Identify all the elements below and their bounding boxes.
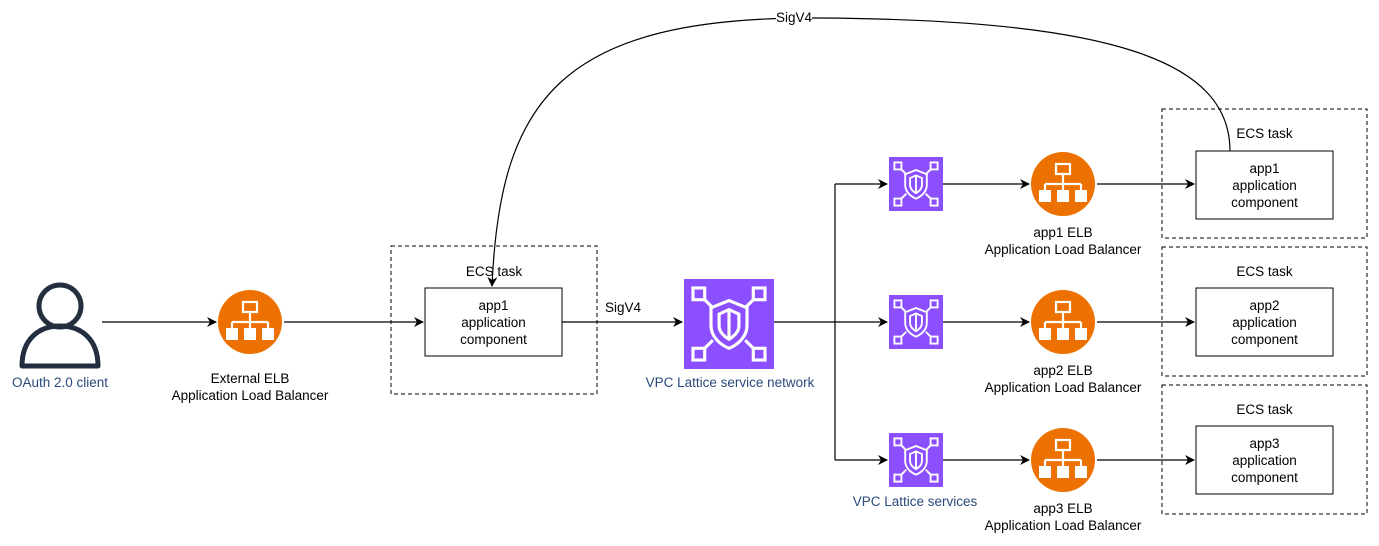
app3-elb-line2: Application Load Balancer [984,518,1142,533]
app1-task-title: ECS task [1236,126,1293,141]
external-elb-label: External ELB Application Load Balancer [150,370,350,404]
app2-task-title: ECS task [1236,264,1293,279]
app2-elb-line1: app2 ELB [1033,363,1093,378]
app2-component-line2: application [1232,314,1297,330]
lattice-services-label: VPC Lattice services [852,494,978,509]
app2-component-box [1195,287,1334,357]
gateway-component-line1: app1 [478,297,509,313]
gateway-ecs-task-box [390,245,598,395]
app1-component-line2: application [1232,177,1297,193]
app2-elb-label: app2 ELB Application Load Balancer [963,362,1163,396]
lattice-service-icon-app2 [889,295,943,349]
sigv4-top-label: SigV4 [775,10,813,25]
app1-elb-label: app1 ELB Application Load Balancer [963,224,1163,258]
app1-ecs-task-box [1161,108,1368,239]
app2-elb-icon [1029,288,1097,356]
vpc-lattice-shield-icon [684,279,774,369]
app2-ecs-task-box [1161,246,1368,377]
gateway-task-title: ECS task [465,264,523,279]
external-elb-label-line1: External ELB [210,371,290,386]
app3-component-line2: application [1232,452,1297,468]
gateway-component-line2: application [461,314,526,330]
app3-elb-line1: app3 ELB [1033,501,1093,516]
gateway-component-line3: component [460,331,527,347]
app1-component-box [1195,150,1334,220]
app2-component-label: app2 application component [1196,288,1333,356]
sigv4-mid-label: SigV4 [604,300,642,315]
arrow-sigv4-callback [487,17,1231,287]
app1-component-line3: component [1231,194,1298,210]
app3-elb-icon [1029,426,1097,494]
external-elb-label-line2: Application Load Balancer [171,388,329,403]
app1-component-label: app1 application component [1196,151,1333,219]
client-label: OAuth 2.0 client [11,375,109,390]
app2-component-line3: component [1231,331,1298,347]
user-icon [19,282,101,369]
lattice-service-icon-app3 [889,433,943,487]
lattice-service-icon-app1 [889,157,943,211]
gateway-component-label: app1 application component [425,288,562,356]
gateway-component-box [424,287,563,357]
app2-component-line1: app2 [1249,297,1280,313]
app3-component-label: app3 application component [1196,426,1333,494]
app3-elb-label: app3 ELB Application Load Balancer [963,500,1163,534]
app3-component-box [1195,425,1334,495]
service-network-label: VPC Lattice service network [645,375,815,390]
app3-component-line3: component [1231,469,1298,485]
app1-elb-line2: Application Load Balancer [984,242,1142,257]
app2-elb-line2: Application Load Balancer [984,380,1142,395]
app3-task-title: ECS task [1236,402,1293,417]
app3-component-line1: app3 [1249,435,1280,451]
app1-component-line1: app1 [1249,160,1280,176]
app1-elb-line1: app1 ELB [1033,225,1093,240]
external-elb-icon [216,288,284,356]
app1-elb-icon [1029,150,1097,218]
app3-ecs-task-box [1161,384,1368,515]
